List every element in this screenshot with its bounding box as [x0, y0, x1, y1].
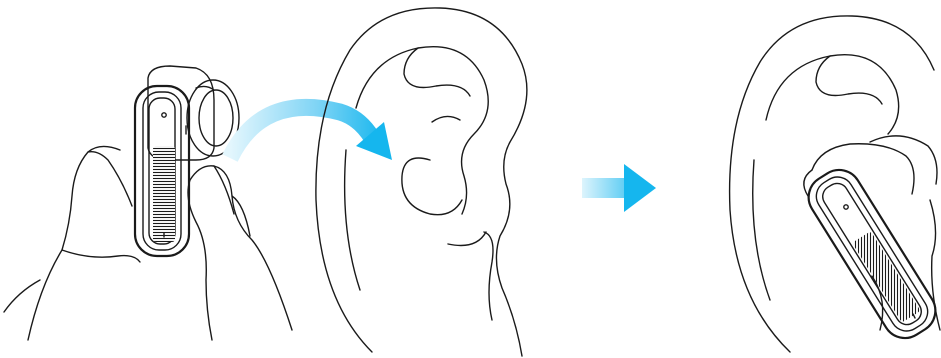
ear — [316, 8, 527, 356]
right-arrow-icon — [582, 164, 656, 212]
earbud-stem — [135, 86, 189, 256]
hand-holding-earbud — [4, 66, 292, 340]
curved-arrow-icon — [230, 107, 392, 160]
earbud-in-ear — [730, 16, 941, 352]
earbud-stem-in-ear — [800, 162, 941, 347]
